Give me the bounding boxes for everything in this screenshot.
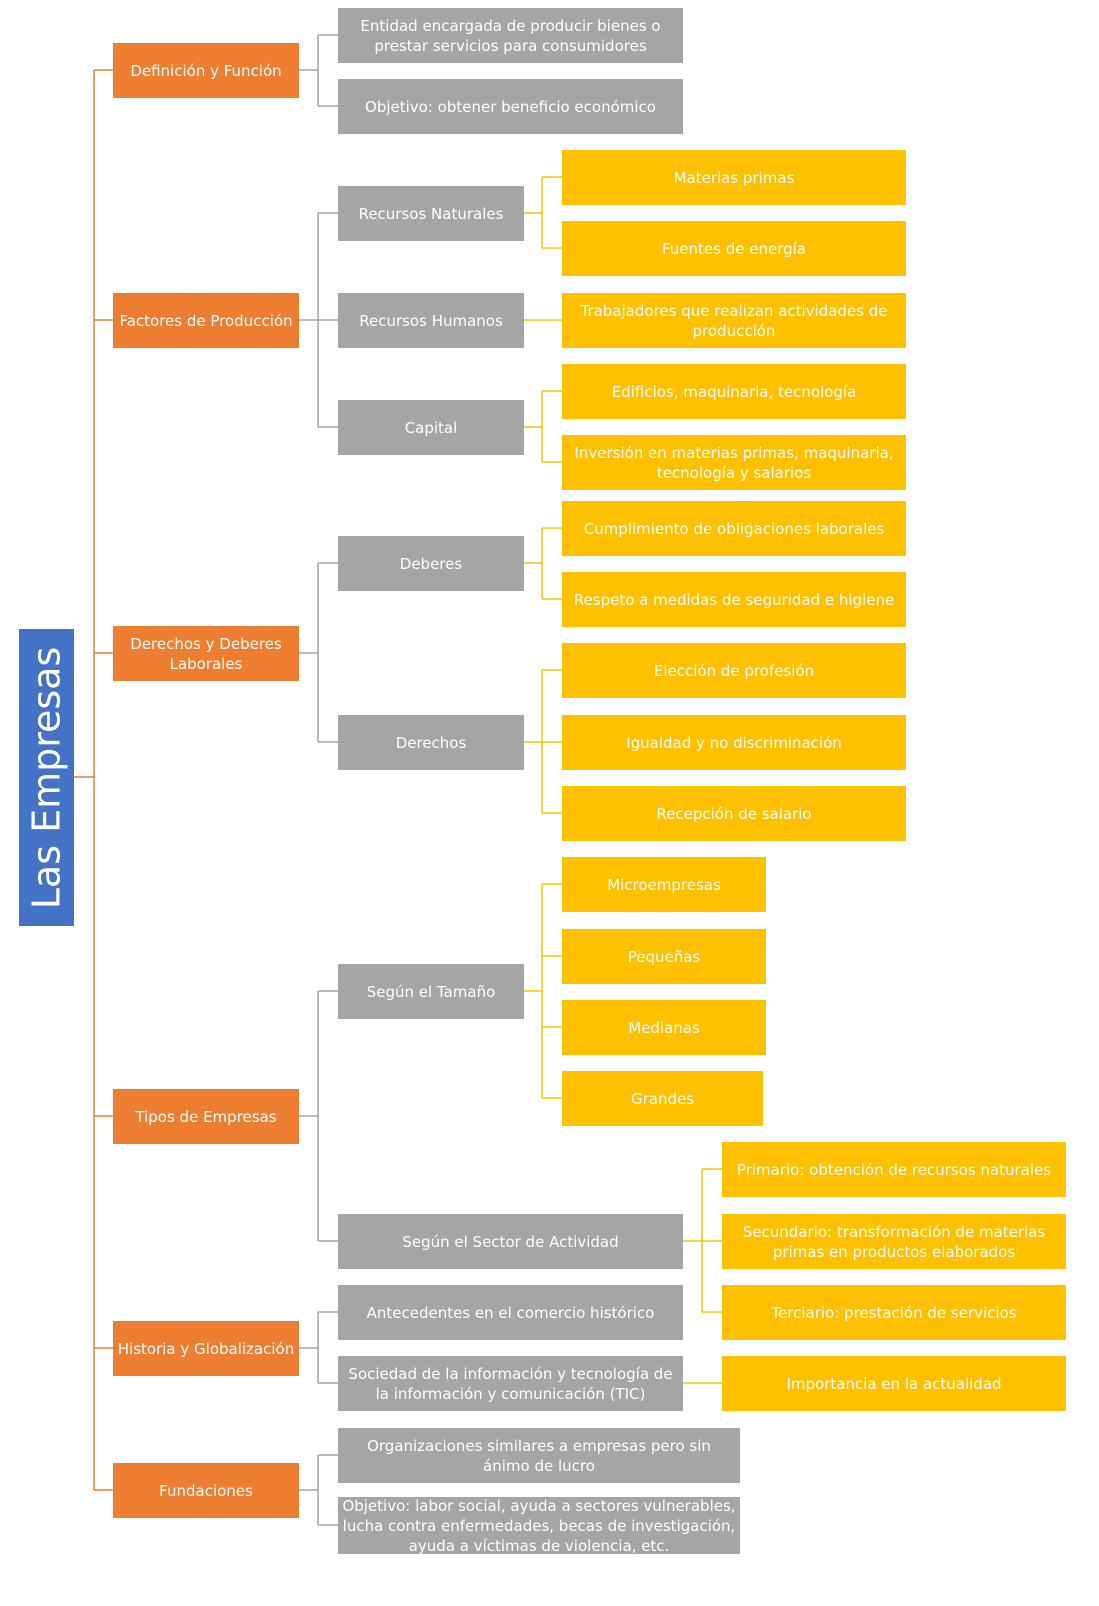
node-deberes: Deberes (338, 536, 524, 591)
factores-connector (299, 212, 338, 428)
node-terciario: Terciario: prestación de servicios (722, 1285, 1066, 1340)
node-tipos: Tipos de Empresas (113, 1089, 299, 1144)
node-fuentes-energia: Fuentes de energía (562, 221, 906, 276)
node-cumplimiento: Cumplimiento de obligaciones laborales (562, 501, 906, 556)
node-fundaciones-objetivo: Objetivo: labor social, ayuda a sectores… (338, 1497, 740, 1554)
root-node: Las Empresas (19, 629, 74, 926)
node-inversion: Inversión en materias primas, maquinaria… (562, 435, 906, 490)
tamano-connector (524, 883, 562, 1099)
historia-connector (299, 1311, 338, 1384)
node-fundaciones: Fundaciones (113, 1463, 299, 1518)
node-fundaciones-organizaciones: Organizaciones similares a empresas pero… (338, 1428, 740, 1483)
node-derechos-deberes: Derechos y Deberes Laborales (113, 626, 299, 681)
node-edificios: Edificios, maquinaria, tecnología (562, 364, 906, 419)
node-microempresas: Microempresas (562, 857, 766, 912)
node-derechos: Derechos (338, 715, 524, 770)
node-recursos-naturales: Recursos Naturales (338, 186, 524, 241)
tipos-connector (299, 990, 338, 1242)
root-connector (74, 69, 113, 1491)
deberes-connector (524, 527, 562, 600)
node-factores: Factores de Producción (113, 293, 299, 348)
naturales-connector (524, 176, 562, 249)
node-materias-primas: Materias primas (562, 150, 906, 205)
derechos-connector (524, 669, 562, 814)
node-recursos-humanos: Recursos Humanos (338, 293, 524, 348)
node-capital: Capital (338, 400, 524, 455)
node-medianas: Medianas (562, 1000, 766, 1055)
node-segun-sector: Según el Sector de Actividad (338, 1214, 683, 1269)
node-definicion-objetivo: Objetivo: obtener beneficio económico (338, 79, 683, 134)
node-salario: Recepción de salario (562, 786, 906, 841)
capital-connector (524, 390, 562, 463)
node-historia: Historia y Globalización (113, 1321, 299, 1376)
node-importancia: Importancia en la actualidad (722, 1356, 1066, 1411)
node-pequenas: Pequeñas (562, 929, 766, 984)
node-eleccion-profesion: Elección de profesión (562, 643, 906, 698)
fundaciones-connector (299, 1454, 338, 1526)
definicion-connector (299, 34, 338, 107)
derechos-deberes-connector (299, 562, 338, 743)
node-definicion-entidad: Entidad encargada de producir bienes o p… (338, 8, 683, 63)
sector-connector (683, 1168, 722, 1313)
node-antecedentes: Antecedentes en el comercio histórico (338, 1285, 683, 1340)
node-sociedad-informacion: Sociedad de la información y tecnología … (338, 1356, 683, 1411)
node-igualdad: Igualdad y no discriminación (562, 715, 906, 770)
node-definicion: Definición y Función (113, 43, 299, 98)
node-grandes: Grandes (562, 1071, 763, 1126)
node-secundario: Secundario: transformación de materias p… (722, 1214, 1066, 1269)
node-segun-tamano: Según el Tamaño (338, 964, 524, 1019)
node-respeto: Respeto a medidas de seguridad e higiene (562, 572, 906, 627)
node-primario: Primario: obtención de recursos naturale… (722, 1142, 1066, 1197)
node-trabajadores: Trabajadores que realizan actividades de… (562, 293, 906, 348)
